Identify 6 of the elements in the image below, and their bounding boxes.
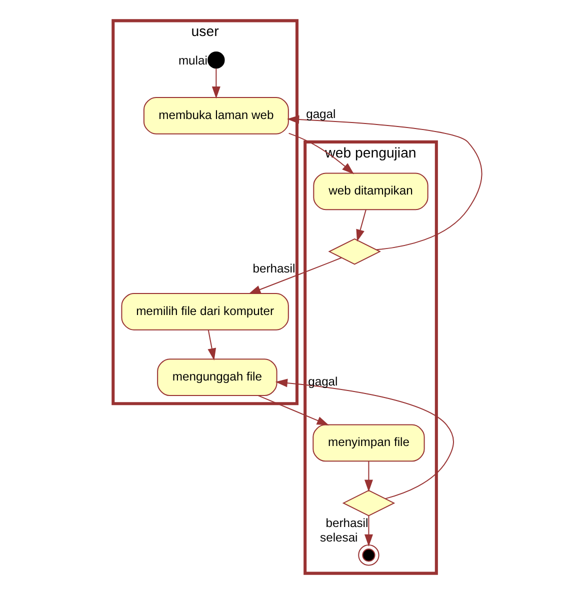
edge-label: gagal [308,374,338,389]
edge-label: berhasil [252,261,296,276]
node-label: selesai [320,530,358,545]
edge-label: berhasil [326,516,368,530]
edge-label: gagal [306,107,336,122]
node-label: mulai [178,54,208,68]
